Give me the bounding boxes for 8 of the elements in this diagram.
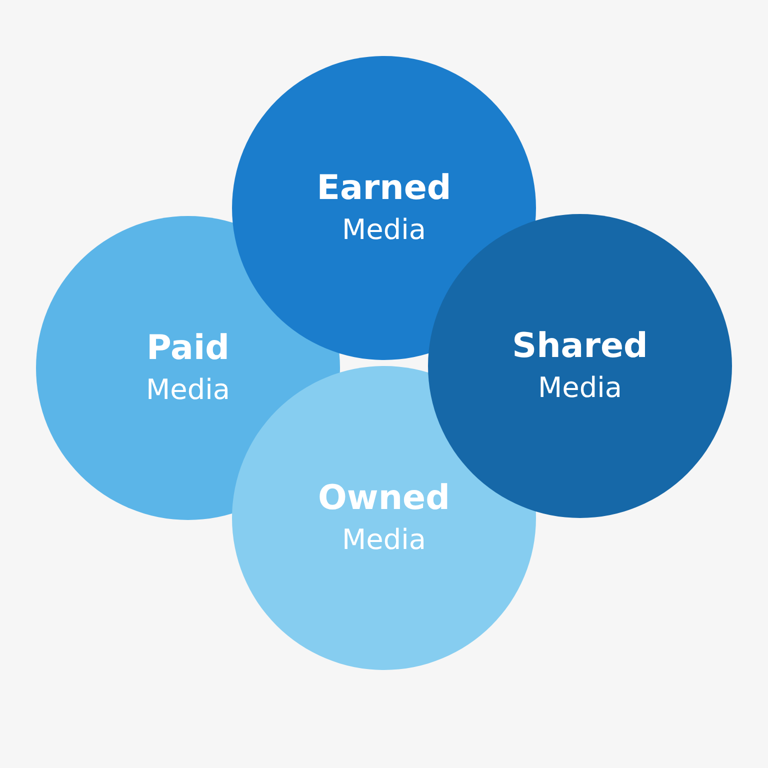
subheading-text: Media	[146, 372, 230, 408]
heading-text: Shared	[512, 325, 648, 368]
subheading-text: Media	[342, 522, 426, 558]
heading-text: Paid	[146, 327, 230, 370]
subheading-text: Media	[538, 370, 622, 406]
subheading-text: Media	[342, 212, 426, 248]
heading-text: Owned	[318, 477, 450, 520]
heading-text: Earned	[316, 167, 452, 210]
